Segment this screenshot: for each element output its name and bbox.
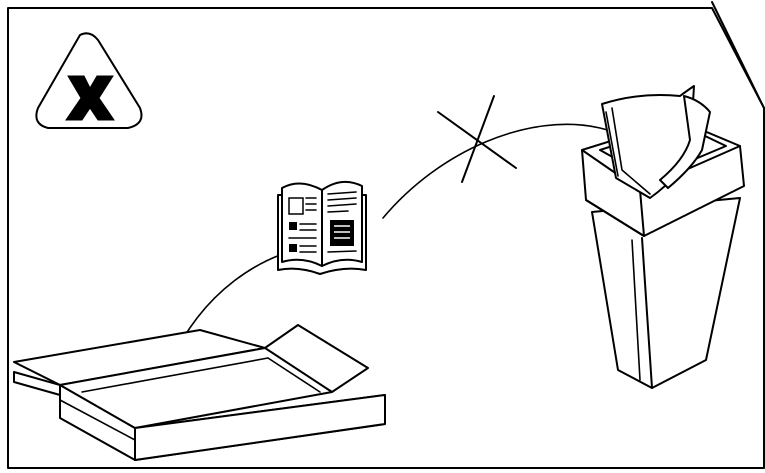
cross-out-mark-icon (438, 96, 516, 182)
prohibited-x-triangle-icon (36, 33, 141, 128)
frame-fold-line (712, 2, 764, 108)
open-cardboard-box-icon (14, 325, 385, 460)
open-manual-book-icon (278, 182, 366, 274)
trash-bin-icon (582, 86, 744, 388)
